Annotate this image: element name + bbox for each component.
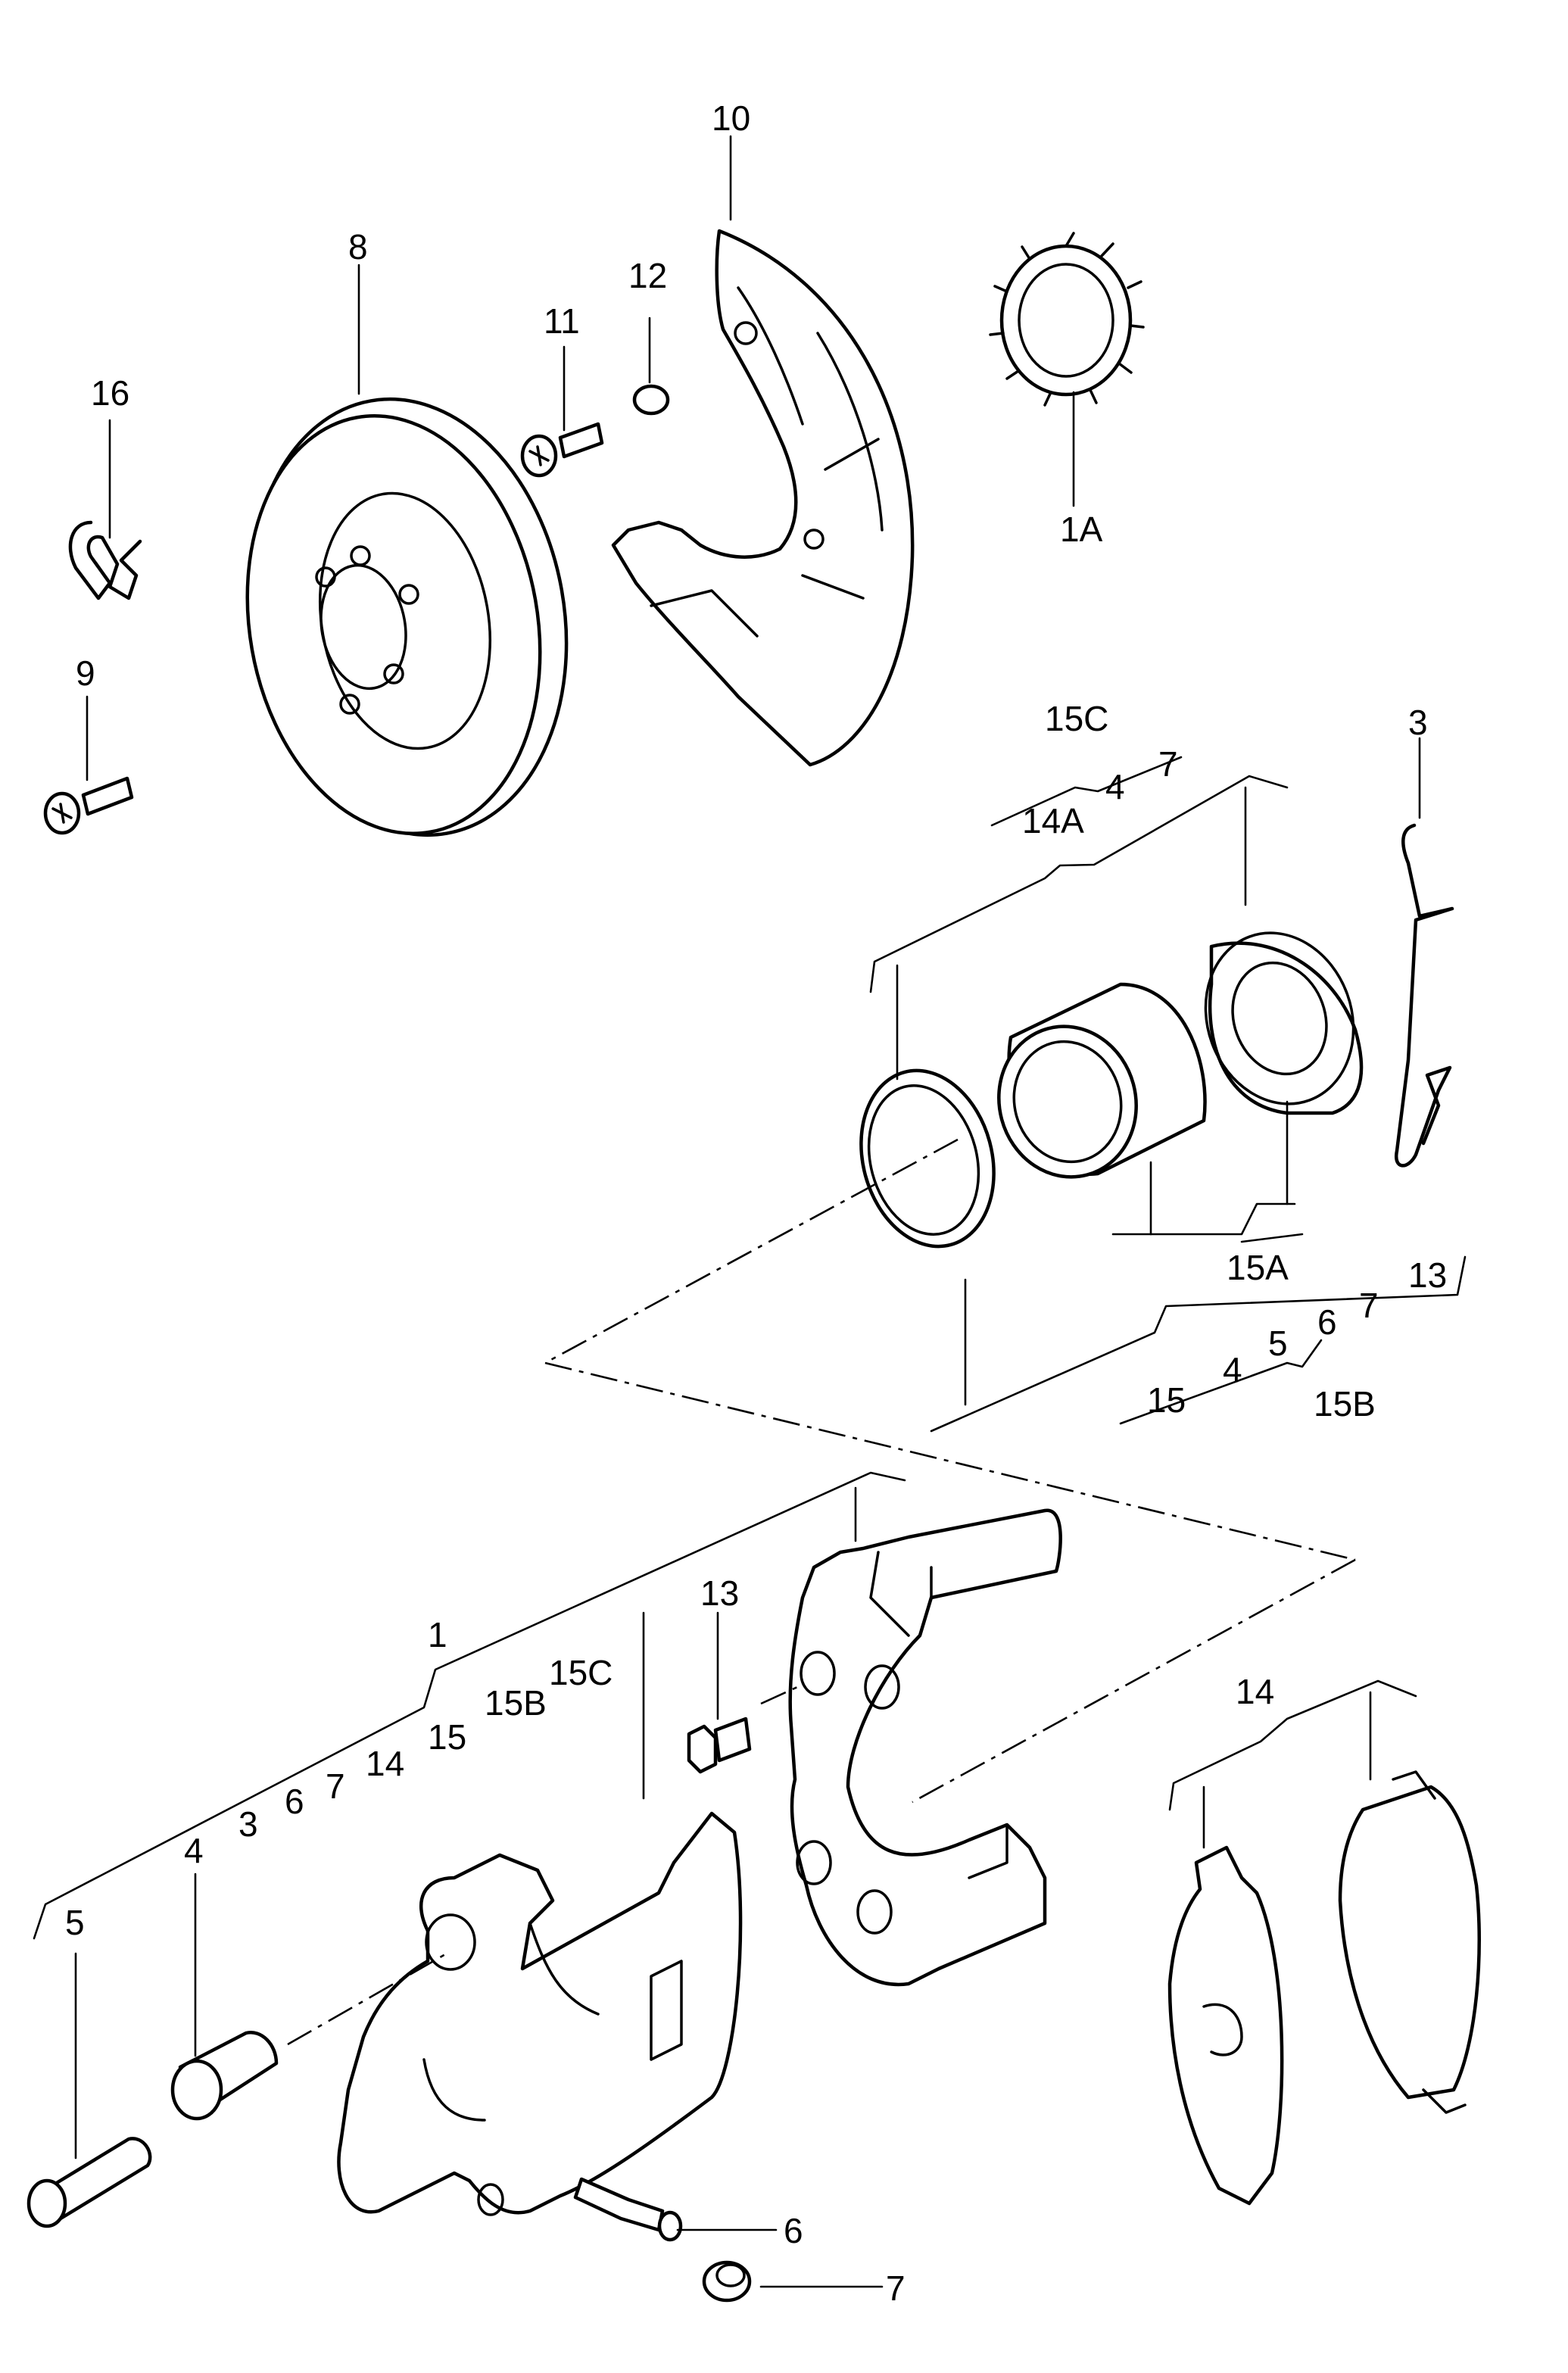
callout-14: 14 <box>1236 1672 1274 1711</box>
callout-6: 6 <box>784 2211 803 2250</box>
part-spring-clip <box>68 520 142 600</box>
part-carrier-bracket <box>788 1508 1062 1987</box>
part-bolt-13 <box>687 1717 752 1774</box>
callout-15B-mid: 15B <box>1314 1384 1376 1423</box>
part-guide-sleeve <box>170 2030 279 2121</box>
callout-4-mid: 4 <box>1223 1350 1242 1389</box>
callout-7-top: 7 <box>1158 744 1178 784</box>
part-retaining-spring <box>1394 823 1454 1168</box>
callout-14A: 14A <box>1022 801 1084 840</box>
callout-6-mid: 6 <box>1317 1302 1337 1342</box>
callout-13: 13 <box>700 1573 739 1613</box>
callout-5: 5 <box>65 1903 85 1942</box>
part-guide-pin <box>26 2137 152 2228</box>
callout-4: 4 <box>184 1831 204 1870</box>
callout-7: 7 <box>886 2269 906 2308</box>
callout-15C-top: 15C <box>1045 699 1108 738</box>
callout-15: 15 <box>428 1717 466 1757</box>
callout-labels: 10 8 12 11 16 9 1A 3 15C 4 7 14A 15A 13 … <box>65 98 1447 2308</box>
part-screw-9 <box>43 776 134 835</box>
part-brake-pad-inner <box>1167 1845 1284 2206</box>
callout-1: 1 <box>428 1615 447 1654</box>
callout-3-list: 3 <box>238 1804 258 1844</box>
part-screw-11 <box>520 422 604 478</box>
callout-15B: 15B <box>485 1683 547 1723</box>
callout-8: 8 <box>348 227 368 267</box>
callout-11: 11 <box>544 301 580 341</box>
part-brake-disc <box>245 397 569 837</box>
part-toothed-ring <box>989 232 1145 407</box>
callout-6-list: 6 <box>285 1782 304 1821</box>
part-dust-boot <box>1204 931 1364 1115</box>
callout-15C: 15C <box>549 1653 613 1692</box>
part-piston <box>997 982 1207 1179</box>
leader-lines <box>33 135 1467 2288</box>
callout-5-mid: 5 <box>1268 1324 1288 1363</box>
callout-3: 3 <box>1408 703 1428 742</box>
part-splash-shield <box>611 229 915 767</box>
alignment-lines <box>287 1138 1356 2046</box>
callout-16: 16 <box>91 373 129 413</box>
callout-7-mid: 7 <box>1359 1286 1379 1325</box>
callout-1A: 1A <box>1060 510 1103 549</box>
callout-13-top: 13 <box>1408 1255 1447 1295</box>
callout-15A: 15A <box>1227 1248 1289 1287</box>
callout-4-top: 4 <box>1105 767 1125 806</box>
callout-7-list: 7 <box>326 1766 345 1806</box>
callout-12: 12 <box>628 256 667 295</box>
part-caliper-housing <box>337 1811 743 2216</box>
callout-15-mid: 15 <box>1147 1380 1186 1420</box>
callout-9: 9 <box>76 653 95 693</box>
part-bleeder-valve <box>573 2177 683 2242</box>
callout-10: 10 <box>712 98 750 138</box>
part-dust-cap <box>702 2260 752 2303</box>
callout-14-list: 14 <box>366 1744 404 1783</box>
part-small-ring <box>632 384 670 416</box>
part-seal-ring <box>859 1068 996 1249</box>
part-brake-pad-outer <box>1338 1770 1481 2114</box>
